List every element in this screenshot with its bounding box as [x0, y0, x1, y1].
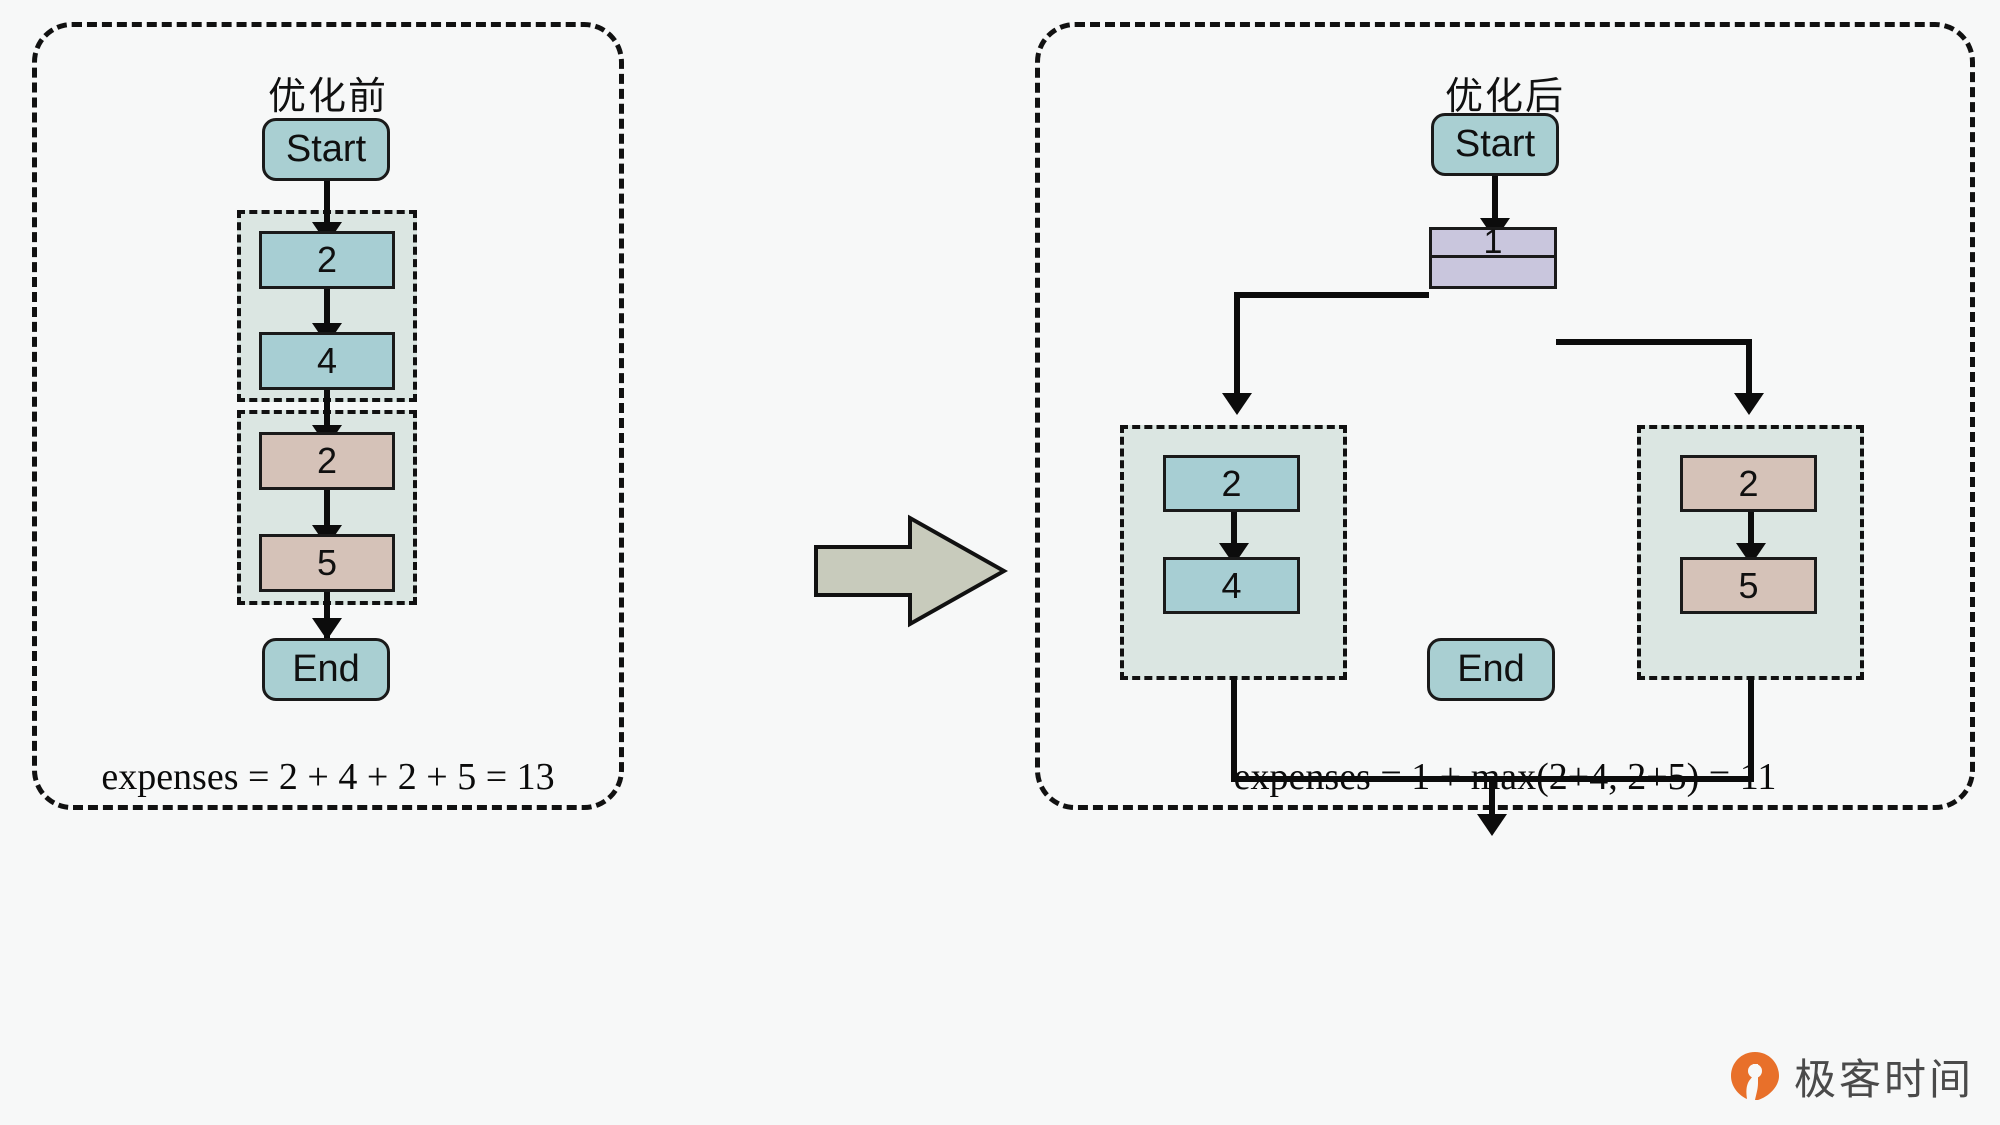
- watermark: 极客时间: [1728, 1046, 1974, 1107]
- node-after-right-2[interactable]: 2: [1680, 455, 1817, 512]
- node-before-end[interactable]: End: [262, 638, 390, 701]
- edge-merge-to-end: [1489, 776, 1495, 824]
- node-after-fork[interactable]: 1: [1429, 223, 1557, 289]
- node-after-right-5[interactable]: 5: [1680, 557, 1817, 614]
- edge-left-merge-v: [1231, 676, 1237, 782]
- geektime-logo-icon: [1730, 1051, 1779, 1100]
- panel-before-optimization: 优化前 expenses = 2 + 4 + 2 + 5 = 13: [32, 22, 624, 810]
- node-before-4[interactable]: 4: [259, 332, 395, 390]
- arrowhead-merge-to-end: [1477, 814, 1507, 836]
- edge-start-to-fork: [1492, 175, 1498, 227]
- arrowhead-fork-to-left: [1222, 393, 1252, 415]
- edge-r1-to-r2: [1748, 510, 1754, 548]
- node-after-left-2[interactable]: 2: [1163, 455, 1300, 512]
- edge-2b-to-5: [324, 490, 330, 530]
- node-after-left-4[interactable]: 4: [1163, 557, 1300, 614]
- node-before-2b[interactable]: 2: [259, 432, 395, 490]
- edge-fork-to-left-h: [1234, 292, 1429, 298]
- panel-before-title: 优化前: [267, 74, 388, 118]
- panel-before-formula: expenses = 2 + 4 + 2 + 5 = 13: [101, 756, 555, 798]
- edge-fork-to-right-h: [1556, 339, 1752, 345]
- node-after-end[interactable]: End: [1427, 638, 1555, 701]
- edge-start-to-2: [324, 180, 330, 230]
- node-before-5[interactable]: 5: [259, 534, 395, 592]
- node-after-fork-slot: [1432, 258, 1554, 286]
- edge-4-to-2b: [324, 390, 330, 430]
- node-after-fork-label: 1: [1432, 223, 1554, 261]
- edge-2-to-4: [324, 288, 330, 328]
- arrowhead-5-to-end: [312, 618, 342, 640]
- node-before-2a[interactable]: 2: [259, 231, 395, 289]
- edge-fork-to-left-v: [1234, 292, 1240, 397]
- node-after-start[interactable]: Start: [1431, 113, 1559, 176]
- watermark-text: 极客时间: [1793, 1055, 1974, 1104]
- edge-l1-to-l2: [1231, 510, 1237, 548]
- edge-fork-to-right-v: [1746, 339, 1752, 397]
- edge-5-to-end: [324, 592, 330, 638]
- edge-right-merge-v: [1748, 676, 1754, 782]
- right-arrow-icon: [814, 514, 1008, 628]
- node-before-start[interactable]: Start: [262, 118, 390, 181]
- panel-after-title: 优化后: [1444, 74, 1565, 118]
- arrowhead-fork-to-right: [1734, 393, 1764, 415]
